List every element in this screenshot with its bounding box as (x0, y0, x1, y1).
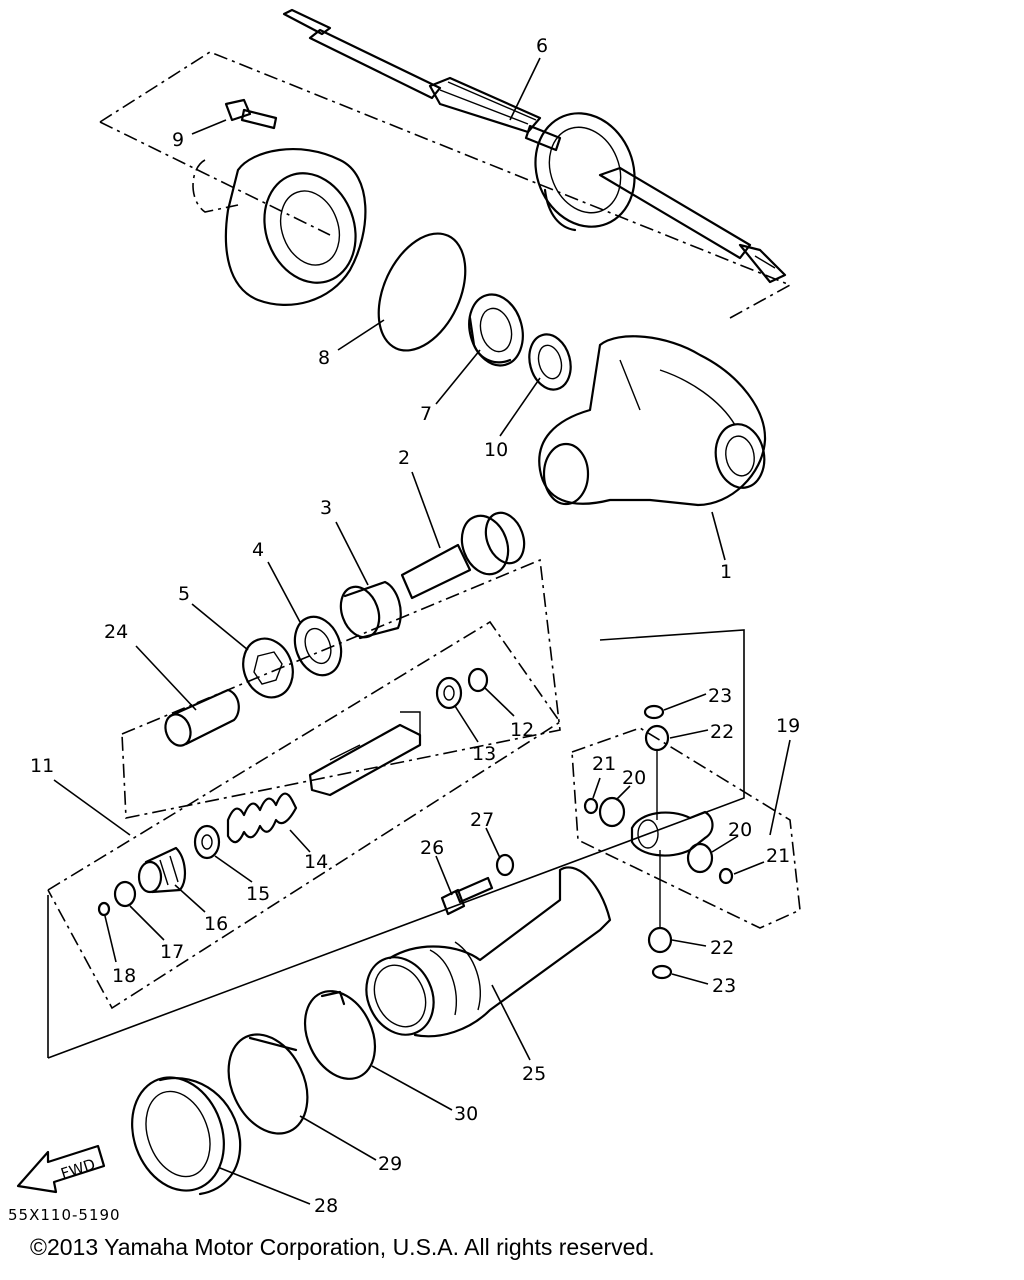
circlip-21a (583, 797, 599, 815)
callout-21-lower: 21 (766, 845, 790, 867)
circlip-23a (643, 704, 665, 720)
callout-22-upper: 22 (710, 721, 734, 743)
figure-code: 55X110-5190 (8, 1206, 121, 1224)
callout-24: 24 (104, 621, 128, 643)
bearing-7 (468, 293, 524, 367)
callout-3: 3 (320, 497, 332, 519)
callout-5: 5 (178, 583, 190, 605)
circlip-12 (467, 667, 489, 693)
callout-12: 12 (510, 719, 534, 741)
collar-17 (113, 880, 137, 908)
drive-shaft-spline (308, 711, 422, 797)
universal-joint-19 (630, 810, 714, 857)
callout-20-upper: 20 (622, 767, 646, 789)
callout-2: 2 (398, 447, 410, 469)
callout-8: 8 (318, 347, 330, 369)
cam-16 (137, 846, 186, 894)
flange-bolt (224, 98, 278, 130)
callout-15: 15 (246, 883, 270, 905)
axle-shaft (282, 8, 787, 284)
callout-1: 1 (720, 561, 732, 583)
callout-11: 11 (30, 755, 54, 777)
bearing-4 (293, 615, 343, 677)
group-outline-main-bracket (47, 629, 745, 1059)
collar-24 (164, 688, 240, 747)
o-ring (377, 232, 467, 352)
final-gear-case (538, 335, 767, 507)
pinion-gear (400, 511, 526, 600)
callout-21-upper: 21 (592, 753, 616, 775)
bolt-26 (440, 876, 494, 916)
boot-band-30 (303, 990, 377, 1080)
callout-17: 17 (160, 941, 184, 963)
washer-13 (435, 676, 463, 710)
callout-20-lower: 20 (728, 819, 752, 841)
callout-10: 10 (484, 439, 508, 461)
boot-28 (131, 1076, 242, 1196)
callout-9: 9 (172, 129, 184, 151)
callout-23-upper: 23 (708, 685, 732, 707)
circlip-18 (97, 901, 111, 917)
nut-5 (242, 637, 294, 699)
fwd-label: FWD (59, 1155, 98, 1183)
copyright-notice: ©2013 Yamaha Motor Corporation, U.S.A. A… (30, 1234, 655, 1260)
drive-shaft-tube-25 (365, 866, 612, 1038)
boot-band-29 (227, 1033, 309, 1135)
leader-lines (53, 57, 791, 1205)
washer-27 (495, 853, 515, 877)
callout-16: 16 (204, 913, 228, 935)
callout-27: 27 (470, 809, 494, 831)
fwd-arrow-icon: FWD (16, 1144, 106, 1194)
callout-25: 25 (522, 1063, 546, 1085)
callout-29: 29 (378, 1153, 402, 1175)
callout-14: 14 (304, 851, 328, 873)
final-drive-cover (192, 148, 367, 307)
sleeve-3 (339, 580, 402, 640)
oil-seal-10 (528, 333, 572, 391)
callout-7: 7 (420, 403, 432, 425)
bearing-cup-20b (686, 842, 714, 874)
ujoint-cross-axis (656, 750, 661, 928)
callout-6: 6 (536, 35, 548, 57)
bearing-cup-20a (598, 796, 626, 828)
callout-18: 18 (112, 965, 136, 987)
circlip-21b (718, 867, 734, 885)
callout-13: 13 (472, 743, 496, 765)
callout-4: 4 (252, 539, 264, 561)
callout-26: 26 (420, 837, 444, 859)
callout-22-lower: 22 (710, 937, 734, 959)
washer-15 (193, 824, 221, 860)
callout-23-lower: 23 (712, 975, 736, 997)
callout-labels: 1 2 3 4 5 6 7 8 9 10 11 12 13 14 15 16 1… (30, 35, 800, 1217)
spring-14 (226, 792, 298, 844)
callout-19: 19 (776, 715, 800, 737)
callout-30: 30 (454, 1103, 478, 1125)
group-outline-axle (99, 51, 792, 319)
group-outline-assembly-11 (47, 620, 562, 1010)
callout-28: 28 (314, 1195, 338, 1217)
bearing-cup-22b (647, 926, 673, 954)
circlip-23b (651, 964, 673, 980)
